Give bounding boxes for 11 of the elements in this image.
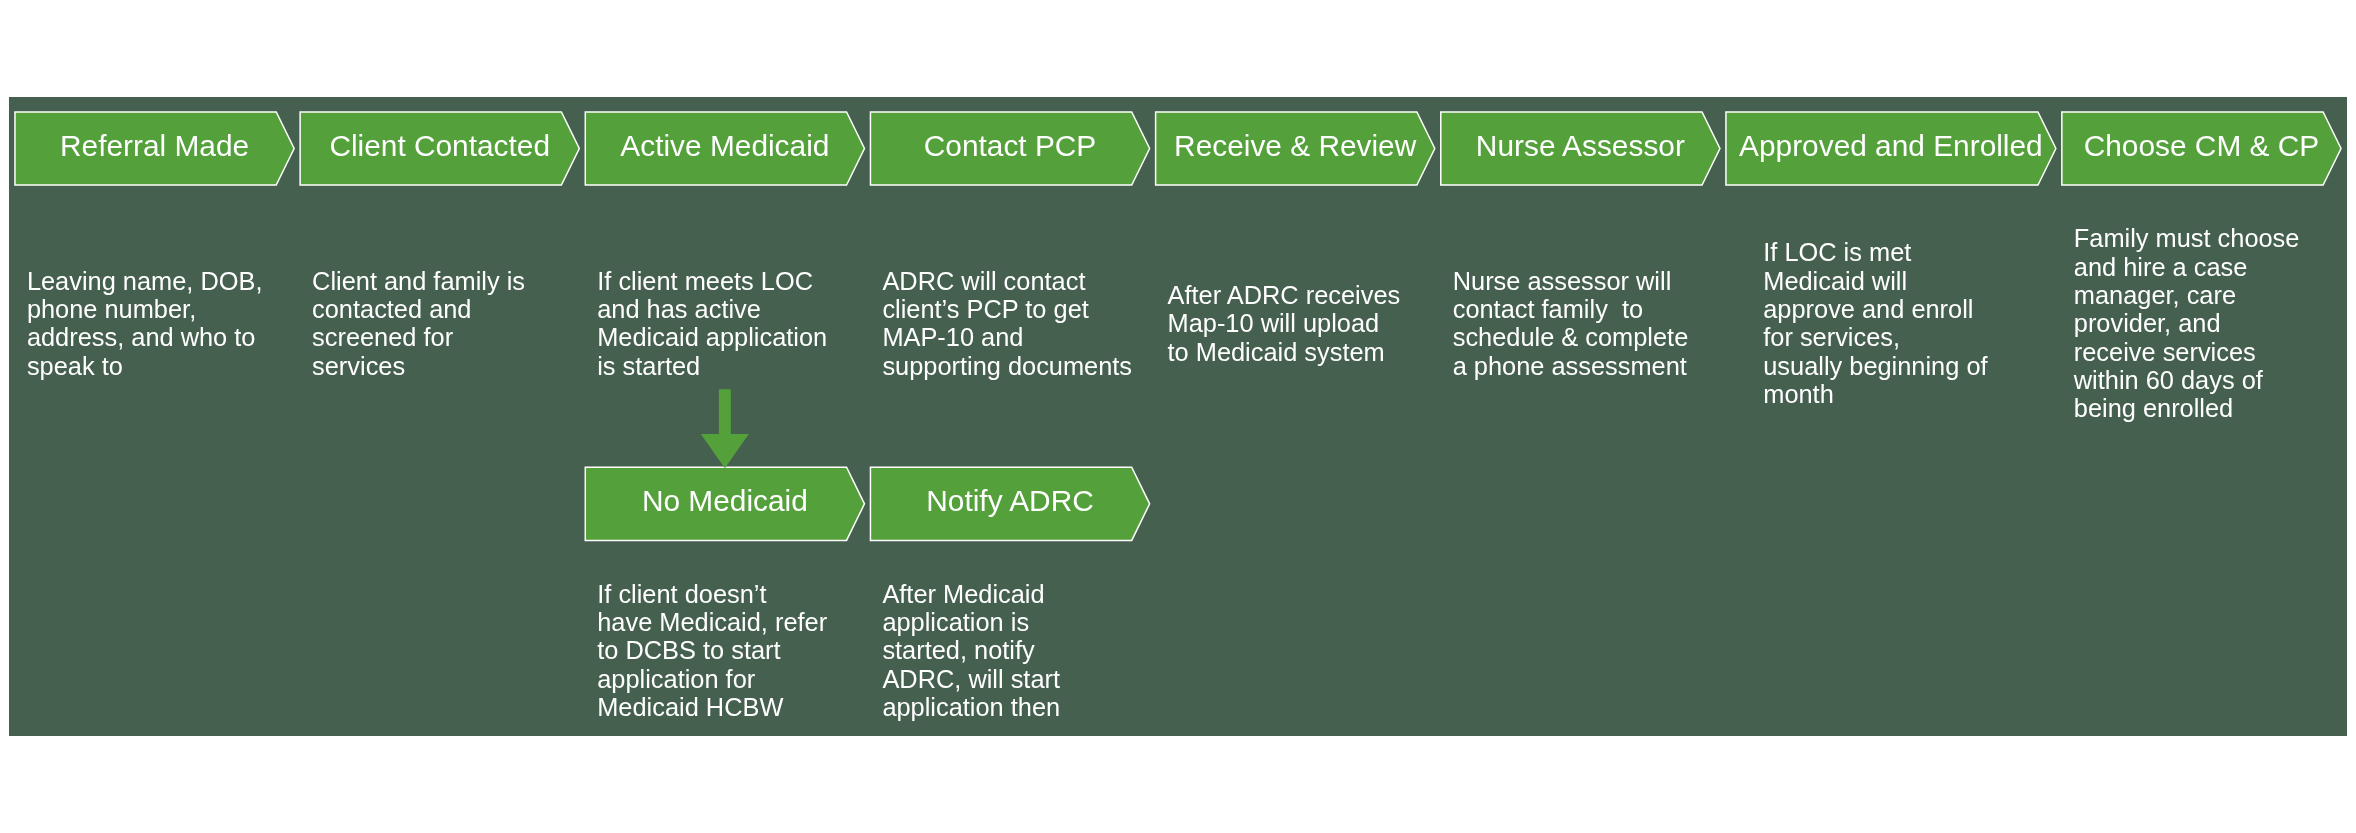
node-label: Family must choose and hire a case manager, care provider, and receive services within 60 days of being enrolled [2073,224,2300,423]
arrow [700,389,749,469]
node-label: If LOC is met Medicaid will approve and enroll for services, usually beginning of month [1763,238,1988,409]
node-label: If client meets LOC and has active Medicaid application is started [597,266,828,380]
node-label: Client and family is contacted and screened for services [312,266,526,380]
node-label: After Medicaid application is started, notify ADRC, will start application then [882,579,1061,721]
node-label: After ADRC receives Map-10 will upload to Medicaid system [1167,280,1401,366]
node-label: If client doesn’t have Medicaid, refer to DCBS to start application for Medicaid HCBW [597,579,828,721]
node-label: Leaving name, DOB, phone number, address, and who to speak to [26,266,263,380]
node-label: ADRC will contact client’s PCP to get MAP-10 and supporting documents [882,266,1133,380]
node-label: Nurse assessor will contact family to schedule & complete a phone assessment [1452,266,1689,380]
